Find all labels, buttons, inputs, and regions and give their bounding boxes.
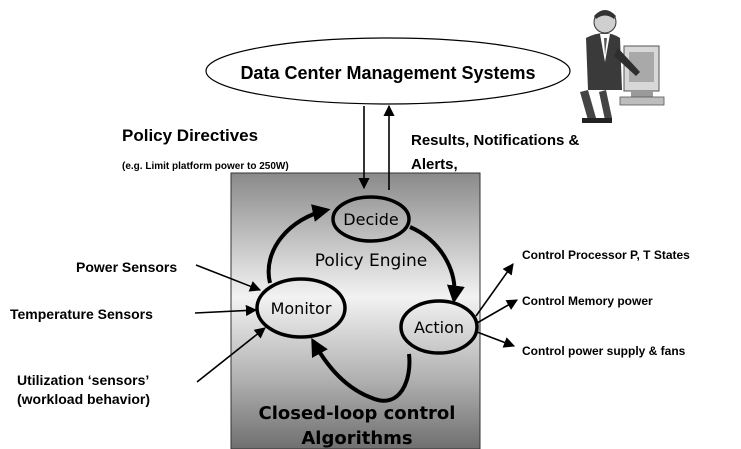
utilization-sensors-line-1: Utilization ‘sensors’ [17,372,149,388]
power-supply-control-arrow [476,331,516,348]
power-sensors-arrow [195,264,262,292]
policy-directives-title: Policy Directives [122,126,258,145]
policy-engine-label: Policy Engine [315,251,428,271]
closed-loop-label-line-2: Algorithms [301,428,412,449]
memory-control-label: Control Memory power [522,294,653,308]
policy-engine-box [230,172,481,449]
decide-label: Decide [343,210,398,229]
results-line-2: Alerts, [411,156,458,173]
utilization-sensors-arrow [196,327,266,383]
utilization-sensors-line-2: (workload behavior) [17,391,150,407]
action-label: Action [414,318,464,337]
temperature-sensors-arrow [194,304,258,317]
temperature-sensors-label: Temperature Sensors [10,306,153,322]
results-line-1: Results, Notifications & [411,132,580,149]
monitor-label: Monitor [271,299,332,318]
closed-loop-label-line-1: Closed-loop control [259,403,456,424]
memory-control-arrow [476,299,518,324]
decide-to-action-arrow [409,225,465,304]
management-systems-label: Data Center Management Systems [240,63,535,83]
power-supply-control-label: Control power supply & fans [522,344,686,358]
management-systems-ellipse [205,37,571,105]
power-sensors-label: Power Sensors [76,259,177,275]
action-node [399,299,479,355]
person-at-computer-icon [580,10,665,123]
processor-control-arrow [475,263,514,317]
decide-node [331,195,411,243]
monitor-to-decide-arrow [266,204,331,284]
policy-directives-example: (e.g. Limit platform power to 250W) [122,161,289,172]
processor-control-label: Control Processor P, T States [522,248,690,262]
action-to-monitor-arrow [311,337,412,403]
